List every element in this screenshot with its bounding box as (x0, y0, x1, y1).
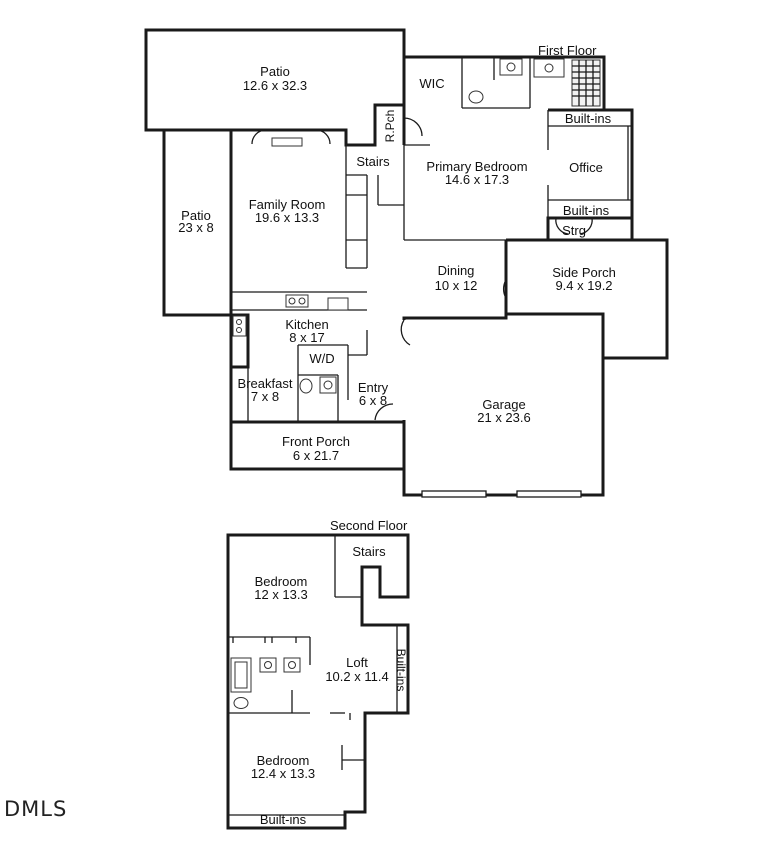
garage-name: Garage (482, 397, 525, 412)
loft-name: Loft (346, 655, 368, 670)
first-floor-doors (251, 117, 593, 421)
second-floor-title: Second Floor (330, 518, 408, 533)
builtins-bottom-second-label: Built-ins (260, 812, 307, 827)
bedroom-top-dims: 12 x 13.3 (254, 587, 308, 602)
primary-bedroom-name: Primary Bedroom (426, 159, 527, 174)
second-floor-outline (226, 533, 410, 830)
bedroom-bottom-dims: 12.4 x 13.3 (251, 766, 315, 781)
rpch-label: R.Pch (383, 110, 397, 143)
first-floor-plan: First Floor Patio 12.6 x 32.3 Patio 23 x… (144, 28, 669, 498)
second-floor-fixtures (230, 637, 301, 709)
dining-dims: 10 x 12 (435, 278, 478, 293)
loft-dims: 10.2 x 11.4 (325, 669, 388, 684)
first-floor-title: First Floor (538, 43, 597, 58)
stairs-label: Stairs (356, 154, 390, 169)
wd-label: W/D (309, 351, 334, 366)
primary-bedroom-dims: 14.6 x 17.3 (445, 172, 509, 187)
wic-label: WIC (419, 76, 444, 91)
first-floor-fixtures (232, 58, 601, 394)
kitchen-dims: 8 x 17 (289, 330, 324, 345)
front-porch-dims: 6 x 21.7 (293, 448, 339, 463)
patio-side-name: Patio (181, 208, 211, 223)
entry-dims: 6 x 8 (359, 393, 387, 408)
patio-top-name: Patio (260, 64, 290, 79)
bedroom-top-name: Bedroom (255, 574, 308, 589)
first-floor-interior-walls (231, 57, 632, 422)
second-stairs-label: Stairs (352, 544, 386, 559)
patio-top-outline (144, 28, 406, 147)
breakfast-name: Breakfast (238, 376, 293, 391)
second-floor-plan: Second Floor Stairs Bedroom 12 x 13.3 Lo… (226, 518, 410, 830)
family-room-dims: 19.6 x 13.3 (255, 210, 319, 225)
builtins-side-label: Built-ins (394, 649, 408, 692)
kitchen-name: Kitchen (285, 317, 328, 332)
office-label: Office (569, 160, 603, 175)
builtins-bottom-label: Built-ins (563, 203, 610, 218)
dmls-watermark: DMLS (4, 797, 67, 821)
patio-top-dims: 12.6 x 32.3 (243, 78, 307, 93)
front-porch-name: Front Porch (282, 434, 350, 449)
primary-wing-outline (404, 55, 634, 240)
family-room-name: Family Room (249, 197, 326, 212)
strg-label: Strg (562, 223, 586, 238)
breakfast-dims: 7 x 8 (251, 389, 279, 404)
builtins-top-label: Built-ins (565, 111, 612, 126)
side-porch-dims: 9.4 x 19.2 (555, 278, 612, 293)
garage-dims: 21 x 23.6 (477, 410, 531, 425)
side-porch-name: Side Porch (552, 265, 616, 280)
entry-name: Entry (358, 380, 389, 395)
side-porch-outline (506, 218, 669, 360)
garage-doors (421, 490, 582, 498)
bedroom-bottom-name: Bedroom (257, 753, 310, 768)
garage-outline (402, 312, 605, 497)
patio-side-dims: 23 x 8 (178, 220, 213, 235)
patio-side-outline (162, 130, 231, 317)
dining-name: Dining (438, 263, 475, 278)
